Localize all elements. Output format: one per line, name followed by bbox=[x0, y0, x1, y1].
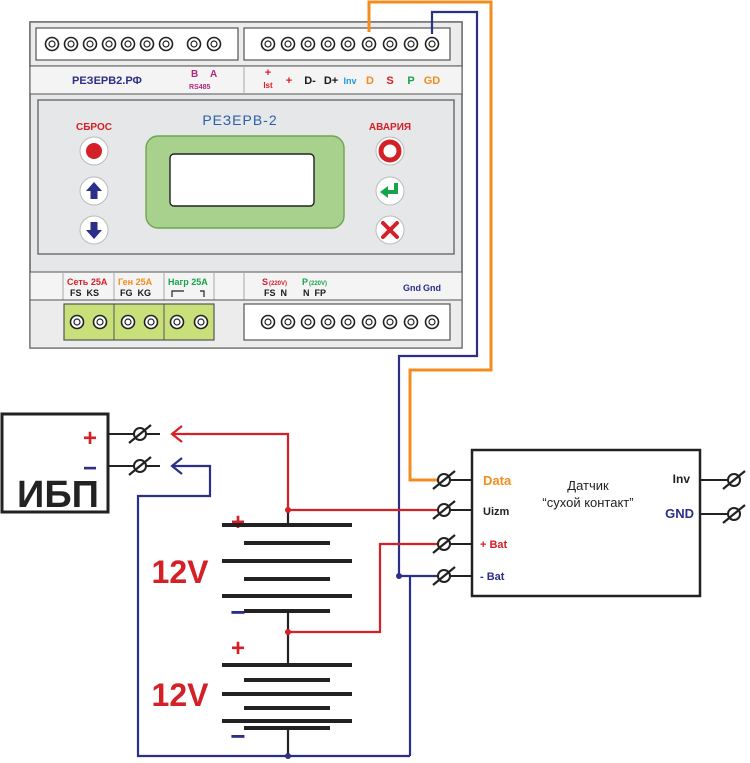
grid-group-pins: FS KS bbox=[70, 288, 99, 298]
reset-button[interactable] bbox=[79, 136, 109, 166]
ups-label: ИБП bbox=[17, 474, 99, 516]
data-wire bbox=[367, 0, 493, 482]
top-terminal-label-5: D bbox=[366, 75, 374, 87]
rs485-label: RS485 bbox=[189, 84, 211, 91]
top-terminal-label-6: S bbox=[386, 75, 393, 87]
top-terminal-label-8: GD bbox=[424, 75, 441, 87]
s-label: S bbox=[262, 277, 268, 287]
sensor-title-2: “сухой контакт” bbox=[542, 495, 633, 510]
top-terminal-label-7: P bbox=[407, 75, 414, 87]
site-label: РЕЗЕРВ2.РФ bbox=[72, 75, 142, 87]
battery-1-minus: − bbox=[230, 597, 245, 627]
top-terminal-label-2: D- bbox=[304, 75, 316, 87]
battery-1-voltage: 12V bbox=[152, 554, 210, 590]
gnd-label-1: Gnd bbox=[403, 283, 421, 293]
s-pins: FS N bbox=[264, 288, 287, 298]
battery-2: + − 12V bbox=[152, 635, 352, 751]
pin-data-label: Data bbox=[483, 473, 512, 488]
s-volt-label: (220V) bbox=[269, 281, 287, 287]
ups-minus-sign: − bbox=[83, 455, 97, 482]
pin-inv-label: Inv bbox=[673, 472, 691, 486]
top-right-screws bbox=[260, 36, 440, 52]
rs485-a-label: A bbox=[210, 69, 217, 80]
pin-gnd-label: GND bbox=[665, 506, 694, 521]
lcd-screen bbox=[169, 153, 315, 207]
sensor-title-1: Датчик bbox=[567, 478, 609, 493]
pin-uizm-label: Uizm bbox=[483, 506, 510, 518]
ups-minus-arrow bbox=[170, 457, 183, 475]
reset-label: СБРОС bbox=[76, 122, 112, 133]
top-left-screws bbox=[44, 36, 222, 52]
bottom-right-screws bbox=[260, 314, 440, 330]
pin-bat-plus-label: + Bat bbox=[480, 539, 508, 551]
cancel-button[interactable] bbox=[375, 215, 405, 245]
power-terminal-block bbox=[63, 303, 215, 341]
pin-bat-minus-label: - Bat bbox=[480, 571, 505, 583]
p-pins: N FP bbox=[303, 288, 326, 298]
rs485-b-label: B bbox=[191, 69, 198, 80]
top-terminal-sublabel-0: Ist bbox=[263, 81, 273, 90]
bat-plus-wire bbox=[288, 542, 440, 634]
top-terminal-label-3: D+ bbox=[324, 75, 338, 87]
gen-group-title: Ген 25A bbox=[118, 277, 153, 287]
device-name: РЕЗЕРВ-2 bbox=[202, 112, 277, 128]
p-label: P bbox=[302, 277, 308, 287]
battery-2-plus: + bbox=[231, 635, 245, 662]
top-terminal-label-0: + bbox=[265, 67, 271, 79]
close-icon bbox=[381, 221, 399, 239]
load-bracket bbox=[171, 290, 205, 297]
gen-group-pins: FG KG bbox=[120, 288, 151, 298]
battery-1: + − 12V bbox=[152, 509, 352, 627]
load-group-title: Нагр 25A bbox=[168, 277, 208, 287]
battery-2-minus: − bbox=[230, 721, 245, 751]
up-button[interactable] bbox=[79, 176, 109, 206]
down-button[interactable] bbox=[79, 215, 109, 245]
top-terminal-label-1: + bbox=[286, 75, 292, 87]
alarm-label: АВАРИЯ bbox=[369, 122, 411, 133]
alarm-indicator[interactable] bbox=[375, 136, 405, 166]
arrow-up-icon bbox=[86, 182, 102, 199]
grid-group-title: Сеть 25A bbox=[67, 277, 108, 287]
battery-1-plus: + bbox=[231, 509, 245, 536]
gnd-label-2: Gnd bbox=[423, 283, 441, 293]
ups-minus-wire bbox=[136, 464, 410, 758]
enter-button[interactable] bbox=[375, 176, 405, 206]
top-terminal-label-4: Inv bbox=[343, 76, 356, 86]
ups-plus-arrow bbox=[170, 425, 183, 443]
battery-2-voltage: 12V bbox=[152, 677, 210, 713]
ups-block: ИБП + − bbox=[0, 412, 160, 516]
ups-plus-wire bbox=[172, 432, 440, 512]
dry-contact-sensor: Data Uizm + Bat - Bat Inv GND Датчик “су… bbox=[431, 448, 747, 598]
arrow-down-icon bbox=[86, 222, 102, 239]
p-volt-label: (220V) bbox=[309, 281, 327, 287]
enter-icon bbox=[380, 183, 398, 198]
ups-plus-sign: + bbox=[83, 425, 97, 452]
